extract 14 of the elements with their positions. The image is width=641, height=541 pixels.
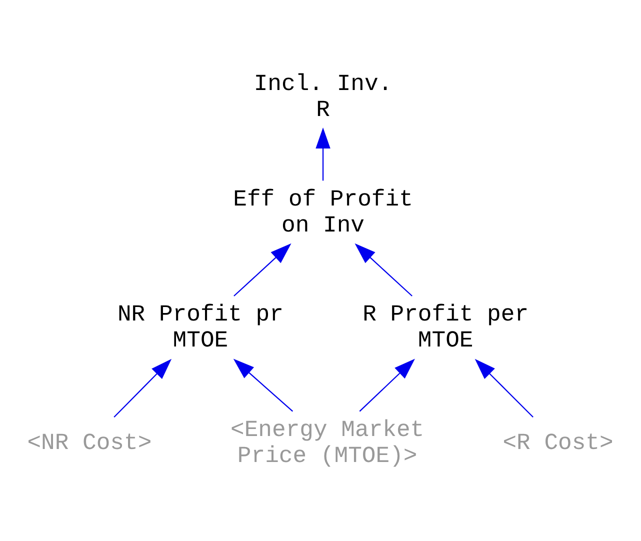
arrow <box>474 358 534 418</box>
arrow <box>359 358 415 412</box>
arrow <box>234 243 292 296</box>
node-text: <Energy Market Price (MTOE)> <box>230 417 424 469</box>
node-text: NR Profit pr MTOE <box>117 302 284 354</box>
node-text: Eff of Profit on Inv <box>233 186 413 238</box>
arrow <box>316 127 330 181</box>
node-text: <NR Cost> <box>27 430 152 456</box>
arrow <box>114 358 172 418</box>
node-text: <R Cost> <box>502 430 614 456</box>
arrow <box>354 243 412 296</box>
node-text: R Profit per MTOE <box>362 302 529 354</box>
node-text: Incl. Inv. R <box>254 70 392 123</box>
arrow <box>233 358 294 412</box>
